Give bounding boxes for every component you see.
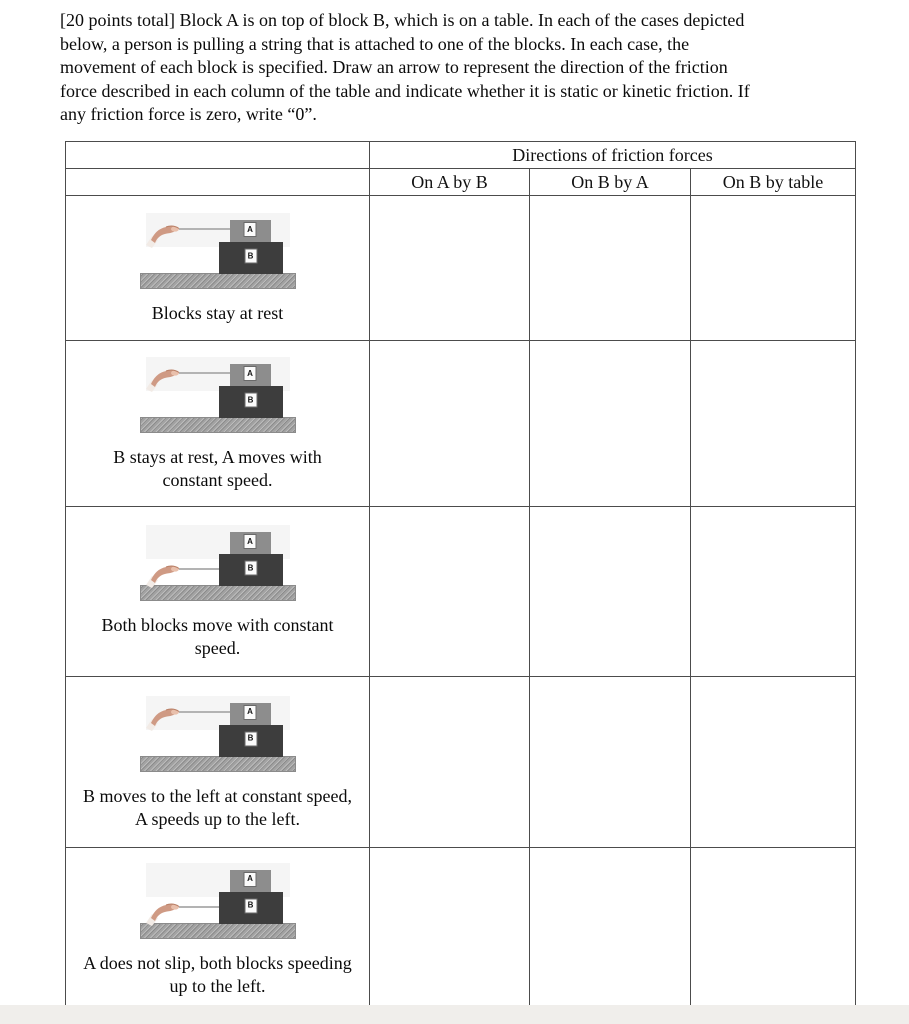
answer-cell-on-a-by-b [369, 676, 530, 848]
hand-icon [145, 369, 179, 392]
block-a: A [229, 364, 271, 386]
answer-cell-on-b-by-a [529, 195, 691, 341]
case-illustration: B A [139, 695, 296, 772]
table-surface [139, 585, 296, 601]
answer-cell-on-b-by-table [689, 506, 857, 677]
answer-cell-on-b-by-table [689, 847, 857, 1011]
column-header-on-b-by-table: On B by table [689, 168, 857, 196]
case-caption: B moves to the left at constant speed, A… [83, 785, 352, 829]
block-b-label: B [244, 392, 257, 408]
case-cell: B A B moves to the left at constant spee… [65, 676, 370, 848]
case-cell: B A A does not slip, both blocks speedin… [65, 847, 370, 1011]
block-b: B [218, 386, 283, 418]
answer-cell-on-a-by-b [369, 195, 530, 341]
answer-cell-on-a-by-b [369, 847, 530, 1011]
case-caption: B stays at rest, A moves with constant s… [113, 447, 322, 490]
case-cell: B A Blocks stay at rest [65, 195, 370, 341]
string [178, 568, 219, 570]
hand-icon [145, 903, 179, 926]
case-illustration: B A [139, 862, 296, 939]
table-row-case-5: B A A does not slip, both blocks speedin… [65, 847, 857, 1011]
answer-cell-on-b-by-table [689, 676, 857, 848]
case-cell: B A B stays at rest, A moves with consta… [65, 340, 370, 507]
hand-icon [145, 565, 179, 588]
answer-cell-on-b-by-a [529, 676, 691, 848]
block-a-label: A [243, 704, 257, 720]
table-surface [139, 417, 296, 433]
block-a: A [229, 532, 271, 554]
table-surface [139, 755, 296, 772]
case-caption: Blocks stay at rest [151, 303, 284, 323]
column-header-on-b-by-a: On B by A [529, 168, 691, 196]
table-title-row: Directions of friction forces [65, 141, 857, 169]
answer-cell-on-b-by-a [529, 847, 691, 1011]
answer-cell-on-a-by-b [369, 340, 530, 507]
problem-statement-line: force described in each column of the ta… [60, 80, 750, 101]
string [178, 905, 219, 908]
case-illustration: B A [139, 525, 296, 601]
block-a: A [229, 220, 271, 242]
table-row-case-2: B A B stays at rest, A moves with consta… [65, 340, 857, 507]
answer-cell-on-b-by-table [689, 340, 857, 507]
hand-icon [145, 225, 179, 248]
table-row-case-4: B A B moves to the left at constant spee… [65, 676, 857, 848]
column-header-row: On A by B On B by A On B by table [65, 168, 857, 196]
block-a-label: A [243, 366, 257, 381]
hand-icon [145, 708, 179, 731]
page-bottom-strip [0, 1005, 909, 1024]
case-illustration: B A [139, 357, 296, 433]
block-a-label: A [243, 534, 257, 549]
problem-statement-line: any friction force is zero, write “0”. [60, 104, 317, 125]
block-b: B [218, 242, 283, 274]
table-title: Directions of friction forces [368, 141, 857, 169]
block-b: B [218, 891, 283, 924]
string [178, 710, 230, 713]
case-caption: A does not slip, both blocks speeding up… [83, 952, 352, 996]
problem-statement-line: [20 points total] Block A is on top of b… [60, 10, 745, 30]
case-cell: B A Both blocks move with constant speed… [65, 506, 370, 677]
case-caption: Both blocks move with constant speed. [101, 615, 334, 658]
block-b: B [218, 724, 283, 757]
block-b-label: B [244, 898, 257, 914]
problem-statement-line: movement of each block is specified. Dra… [60, 57, 728, 78]
block-a-label: A [243, 871, 257, 887]
answer-cell-on-b-by-table [689, 195, 857, 341]
answer-cell-on-a-by-b [369, 506, 530, 677]
answer-cell-on-b-by-a [529, 340, 691, 507]
case-illustration: B A [139, 213, 296, 289]
table-surface [139, 273, 296, 289]
table-row-case-1: B A Blocks stay at rest [65, 195, 857, 341]
block-b-label: B [244, 248, 257, 264]
problem-statement: [20 points total] Block A is on top of b… [60, 9, 860, 127]
string [178, 372, 230, 374]
block-a: A [229, 702, 271, 725]
block-a: A [229, 869, 271, 892]
table-row-case-3: B A Both blocks move with constant speed… [65, 506, 857, 677]
block-b-label: B [244, 731, 257, 747]
header-spacer [65, 168, 370, 196]
problem-statement-line: below, a person is pulling a string that… [60, 33, 690, 54]
table-surface [139, 922, 296, 939]
block-a-label: A [243, 222, 257, 237]
block-b: B [218, 554, 283, 586]
block-b-label: B [244, 560, 257, 576]
header-spacer [65, 141, 370, 169]
friction-forces-table: Directions of friction forces On A by B … [65, 141, 857, 1011]
string [178, 228, 230, 230]
column-header-on-a-by-b: On A by B [369, 168, 530, 196]
answer-cell-on-b-by-a [529, 506, 691, 677]
